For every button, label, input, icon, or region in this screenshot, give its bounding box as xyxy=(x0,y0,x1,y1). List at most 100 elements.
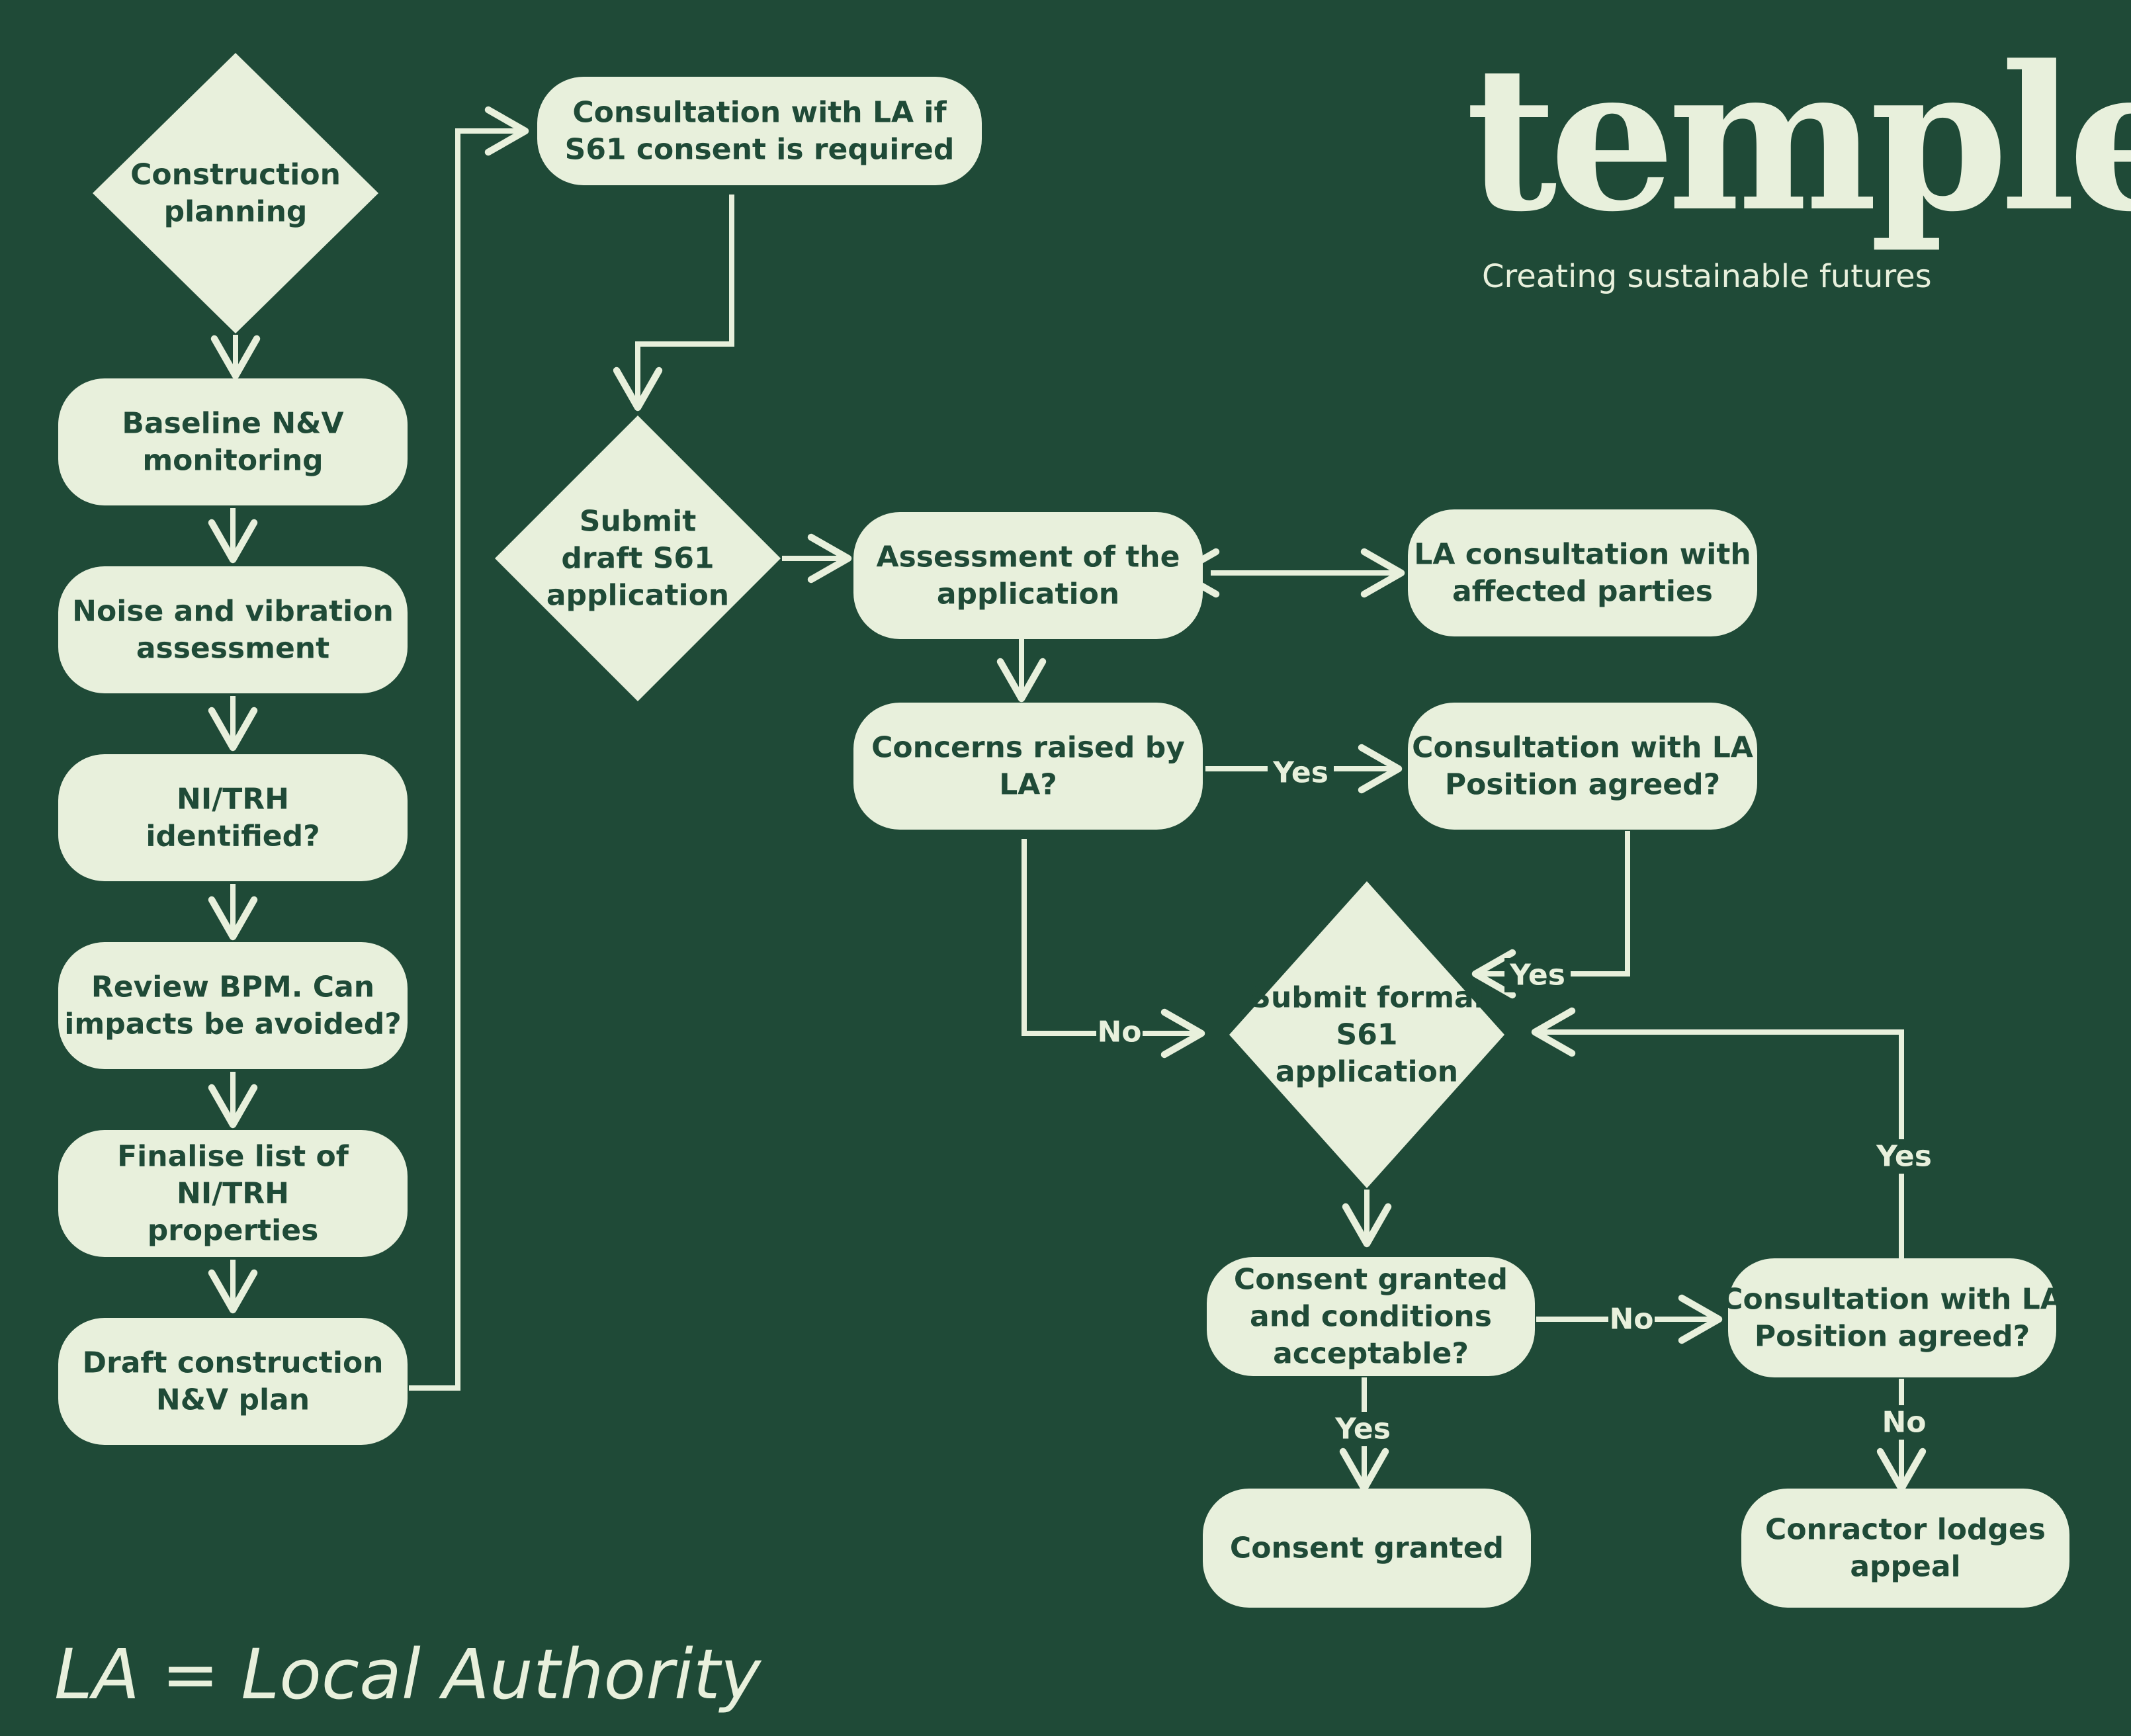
node-label-line: properties xyxy=(148,1214,319,1248)
process-box xyxy=(853,703,1203,830)
node-label-line: Concerns raised by xyxy=(871,731,1185,765)
node-label-line: Consultation with LA xyxy=(1721,1283,2063,1317)
node-label-line: S61 xyxy=(1336,1018,1398,1052)
node-label-line: Noise and vibration xyxy=(72,595,394,629)
edge-label-backdrop xyxy=(1268,756,1334,790)
node-label-line: appeal xyxy=(1850,1550,1960,1584)
connector-consultation_position_1-to-submit_formal_s61 xyxy=(1471,831,1630,999)
node-label-line: N&V plan xyxy=(156,1383,310,1417)
process-box xyxy=(58,1318,408,1445)
node-label-line: application xyxy=(937,578,1119,611)
temple-logo: temple xyxy=(1465,22,2131,255)
node-label-line: application xyxy=(546,579,729,613)
node-label-line: draft S61 xyxy=(561,542,714,576)
node-review-bpm: Review BPM. Can impacts be avoided? xyxy=(58,942,408,1069)
decision-diamond xyxy=(495,415,781,701)
node-ni-trh-identified: NI/TRH identified? xyxy=(58,754,408,881)
process-box xyxy=(58,754,408,881)
node-consent-granted: Consent granted xyxy=(1203,1489,1531,1608)
edge-label-no: No xyxy=(1609,1303,1653,1336)
node-label-line: Consultation with LA if xyxy=(572,96,947,130)
connector-consultation_la_s61-to-submit_draft_s61 xyxy=(613,195,734,412)
node-label-line: Consent granted xyxy=(1230,1532,1504,1565)
connector-concerns_raised-to-submit_formal_s61 xyxy=(1022,839,1205,1059)
node-label-line: S61 consent is required xyxy=(565,133,955,167)
node-label-line: Position agreed? xyxy=(1755,1320,2030,1354)
process-box xyxy=(1408,703,1757,830)
node-label-line: NI/TRH xyxy=(177,1177,289,1211)
node-label-line: Conractor lodges xyxy=(1765,1513,2046,1547)
edge-label-yes: Yes xyxy=(1334,1412,1391,1446)
process-box xyxy=(58,566,408,693)
node-label-line: affected parties xyxy=(1452,575,1713,609)
node-label-line: monitoring xyxy=(142,444,323,478)
node-label-line: application xyxy=(1276,1055,1458,1089)
edge-label-yes: Yes xyxy=(1876,1140,1932,1174)
node-label-line: Submit formal xyxy=(1250,981,1483,1015)
node-label-line: Position agreed? xyxy=(1445,768,1720,802)
process-box xyxy=(537,77,982,185)
node-label-line: Review BPM. Can xyxy=(91,971,374,1004)
node-label-line: Finalise list of xyxy=(117,1140,349,1174)
edge-label-no: No xyxy=(1097,1016,1141,1049)
node-label-line: Construction xyxy=(130,158,341,192)
edge-label-backdrop xyxy=(1881,1405,1927,1440)
process-box xyxy=(58,942,408,1069)
process-box xyxy=(1207,1257,1535,1376)
node-label-line: planning xyxy=(164,195,308,229)
footnote-legend: LA = Local Authority xyxy=(54,1634,761,1715)
process-box xyxy=(58,378,408,505)
process-box xyxy=(1741,1489,2069,1608)
brand-tagline: Creating sustainable futures xyxy=(1482,258,1932,295)
node-label-line: acceptable? xyxy=(1273,1337,1469,1371)
process-box xyxy=(1408,509,1757,636)
edge-label-backdrop xyxy=(1096,1015,1143,1049)
connector-consultation_position_2-to-submit_formal_s61 xyxy=(1531,1007,1904,1258)
process-box xyxy=(58,1130,408,1257)
edge-label-yes: Yes xyxy=(1272,756,1328,790)
edge-label-backdrop xyxy=(1608,1302,1655,1336)
node-label-line: Submit xyxy=(580,505,696,539)
process-box xyxy=(1728,1258,2056,1377)
node-label-line: assessment xyxy=(136,632,329,666)
node-label-line: Consultation with LA xyxy=(1412,731,1753,765)
node-assessment-application: Assessment of the application xyxy=(853,512,1203,639)
node-label-line: NI/TRH xyxy=(177,783,289,816)
edge-label-no: No xyxy=(1882,1406,1926,1440)
decision-diamond xyxy=(1229,881,1504,1188)
node-label-line: LA? xyxy=(999,768,1057,802)
connector-draft_plan-to-consultation_la_s61 xyxy=(409,106,529,1391)
node-label-line: impacts be avoided? xyxy=(64,1008,401,1041)
process-box xyxy=(1203,1489,1531,1608)
brand-block: temple Creating sustainable futures xyxy=(1465,40,2131,296)
decision-diamond xyxy=(93,53,378,333)
node-label-line: Consent granted xyxy=(1234,1263,1508,1297)
process-box xyxy=(853,512,1203,639)
edge-label-yes: Yes xyxy=(1509,959,1565,992)
node-label-line: and conditions xyxy=(1250,1300,1492,1334)
edge-label-backdrop xyxy=(1504,958,1571,992)
edge-label-backdrop xyxy=(1871,1139,1937,1174)
node-label-line: identified? xyxy=(146,820,320,853)
edge-label-backdrop xyxy=(1330,1412,1396,1446)
node-label-line: Assessment of the xyxy=(877,541,1180,574)
node-label-line: Baseline N&V xyxy=(122,407,343,441)
node-label-line: LA consultation with xyxy=(1414,538,1751,572)
